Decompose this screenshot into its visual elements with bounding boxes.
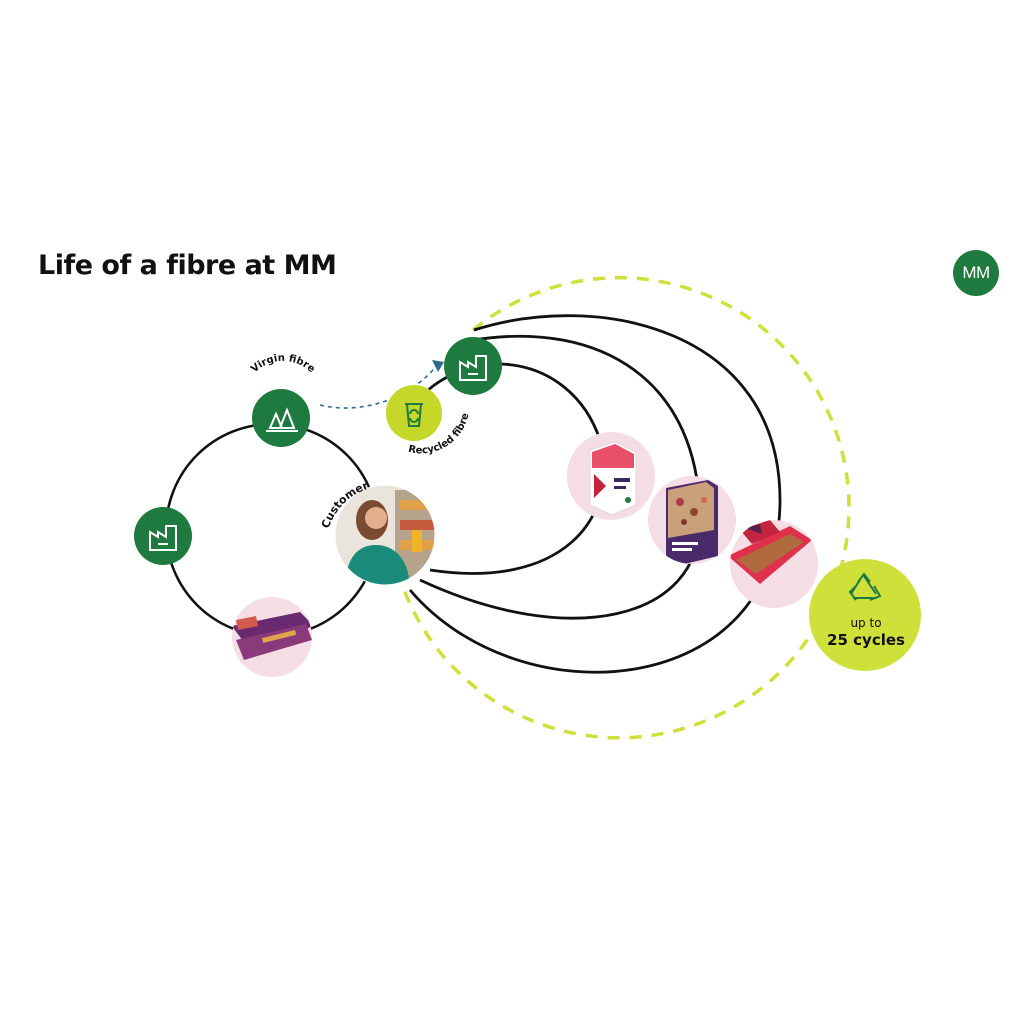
product-image-cereal-box: [648, 476, 736, 564]
recycle-icon: [848, 572, 882, 601]
cycle-arc-outer: [408, 314, 782, 674]
product-image-tray-box: [730, 520, 818, 608]
product-image-hex-box: [567, 432, 655, 520]
factory-node-left: [134, 507, 192, 565]
page-title: Life of a fibre at MM: [38, 250, 337, 281]
factory-node-top: [444, 337, 502, 395]
virgin-fibre-node: [252, 389, 310, 447]
factory-icon: [459, 355, 487, 381]
customer-photo: [335, 485, 435, 585]
recycle-bin-icon: [405, 403, 423, 427]
cycles-count: 25 cycles: [827, 631, 905, 649]
factory-icon: [149, 525, 177, 551]
cycles-prefix: up to: [850, 616, 881, 630]
recycled-fibre-node: [386, 385, 442, 441]
connector-arrowhead: [432, 360, 444, 372]
virgin-fibre-label: Virgin fibre: [249, 353, 317, 375]
cycles-badge: up to 25 cycles: [809, 559, 921, 671]
product-image-gift-box: [232, 597, 312, 677]
fibre-transfer-connector: [319, 363, 439, 409]
mm-logo: MM: [953, 250, 999, 296]
trees-icon: [266, 407, 298, 432]
